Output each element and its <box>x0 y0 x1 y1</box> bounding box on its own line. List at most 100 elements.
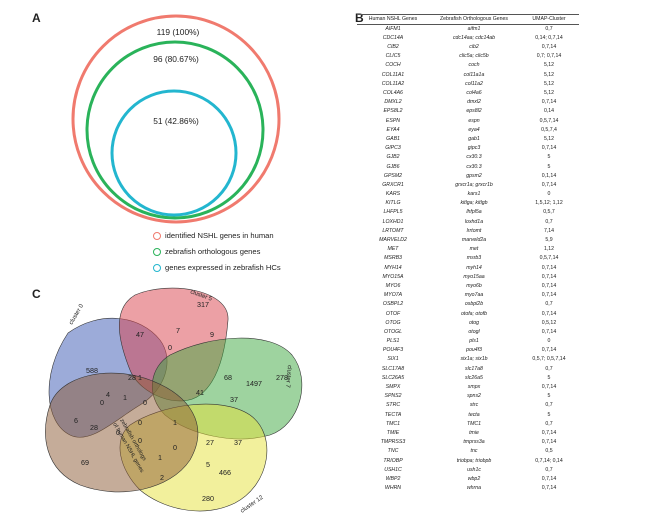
set-label-cluster-7: cluster 7 <box>284 365 292 389</box>
umap-cluster-cell: 0,7; 0,7,14 <box>536 53 562 60</box>
zebrafish-gene-cell: tecta <box>468 411 480 418</box>
zebrafish-gene-cell: col4a6 <box>466 90 482 97</box>
human-gene-cell: WHRN <box>384 485 402 492</box>
umap-cluster-cell: 0,7,14 <box>541 475 557 482</box>
zebrafish-gene-cell: cx30.3 <box>466 154 482 161</box>
column-header: Human NSHL Genes <box>357 14 429 25</box>
hc-expressed-count: 51 (42.86%) <box>153 116 199 126</box>
umap-cluster-cell: 0,7 <box>545 365 553 372</box>
human-gene-cell: AIFM1 <box>385 25 401 32</box>
region-count-label: 466 <box>219 468 231 477</box>
zebrafish-gene-cell: gab1 <box>468 135 480 142</box>
legend-circle-icon <box>153 263 161 272</box>
human-gene-cell: TNC <box>387 448 399 455</box>
human-gene-cell: STRC <box>385 402 401 409</box>
human-gene-cell: MYH14 <box>384 264 402 271</box>
region-count-label: 278 <box>276 373 288 382</box>
umap-cluster-cell: 0,7,14 <box>541 347 557 354</box>
umap-cluster-cell: 0,5,7,4 <box>541 126 557 133</box>
human-gene-cell: USH1C <box>384 466 402 473</box>
zebrafish-gene-cell: myo15aa <box>463 273 485 280</box>
region-count-label: 37 <box>234 438 242 447</box>
region-count-label: 47 <box>136 330 144 339</box>
zebrafish-gene-cell: myh14 <box>466 264 482 271</box>
region-count-label: 9 <box>210 330 214 339</box>
column-header: Zebrafish Orthologous Genes <box>429 14 519 25</box>
human-genes-circle <box>71 14 281 224</box>
human-gene-cell: ESPN <box>385 117 401 124</box>
region-count-label: 69 <box>81 458 89 467</box>
region-count-label: 0 <box>138 418 142 427</box>
umap-cluster-cell: 0,7 <box>545 420 553 427</box>
human-gene-cell: EYA4 <box>386 126 400 133</box>
zebrafish-gene-cell: loxhd1a <box>464 218 484 225</box>
umap-cluster-cell: 0,7,14 <box>541 273 557 280</box>
region-count-label: 6 <box>74 416 78 425</box>
human-gene-cell: GJB6 <box>386 163 400 170</box>
umap-cluster-cell: 0,7 <box>545 301 553 308</box>
region-count-label: 0 <box>143 398 147 407</box>
zebrafish-gene-cell: kitlga; kitlgb <box>460 200 488 207</box>
zebrafish-gene-cell: strc <box>469 402 479 409</box>
zebrafish-gene-cell: pls1 <box>469 338 479 345</box>
zebrafish-gene-cell: cx30.3 <box>466 163 482 170</box>
zebrafish-gene-cell: smpx <box>467 384 481 391</box>
region-count-label: 1 <box>138 373 142 382</box>
umap-cluster-cell: 5,9 <box>545 237 553 244</box>
human-gene-cell: POU4F3 <box>382 347 404 354</box>
human-gene-cell: MARVELD2 <box>379 237 407 244</box>
zebrafish-gene-cell: myo7aa <box>464 292 484 299</box>
zebrafish-gene-cell: TMC1 <box>466 420 482 427</box>
zebrafish-gene-cell: eya4 <box>468 126 480 133</box>
human-gene-cell: SIX1 <box>387 356 399 363</box>
human-gene-cell: COL11A2 <box>381 80 405 87</box>
umap-cluster-cell: 0,7,14 <box>541 439 557 446</box>
human-gene-cell: GRXCR1 <box>382 181 404 188</box>
human-genes-count: 119 (100%) <box>157 27 200 37</box>
human-gene-cell: DMXL2 <box>384 99 402 106</box>
region-count-label: 68 <box>224 373 232 382</box>
zebrafish-gene-cell: gpsm2 <box>466 172 482 179</box>
zebrafish-gene-cell: col11a1a <box>463 71 485 78</box>
region-count-label: 317 <box>197 300 209 309</box>
zebrafish-orthologs-count: 96 (80.67%) <box>153 54 199 64</box>
umap-cluster-cell: 5 <box>547 393 551 400</box>
umap-cluster-cell: 0,14 <box>543 108 555 115</box>
legend-item: zebrafish orthologous genes <box>153 245 353 258</box>
region-count-label: 0 <box>116 428 120 437</box>
zebrafish-gene-cell: eps8l2 <box>466 108 482 115</box>
region-count-label: 1 <box>123 393 127 402</box>
zebrafish-gene-cell: coch <box>468 62 480 69</box>
umap-cluster-cell: 1,12 <box>543 246 555 253</box>
human-gene-cell: KITLG <box>385 200 401 207</box>
human-gene-cell: TMIE <box>386 429 400 436</box>
region-count-label: 1 <box>173 418 177 427</box>
umap-cluster-cell: 0,7 <box>545 218 553 225</box>
zebrafish-gene-cell: dmxl2 <box>467 99 481 106</box>
region-count-label: 28 <box>128 373 136 382</box>
legend-circle-icon <box>153 231 161 240</box>
